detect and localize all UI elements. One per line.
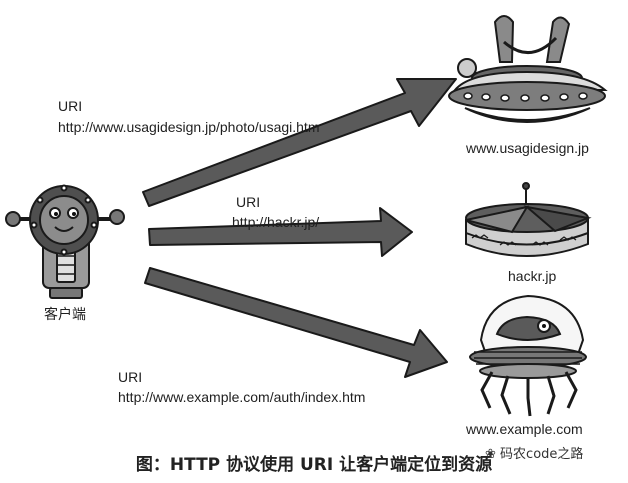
- arrow-to-example: [144, 267, 448, 378]
- client-robot-icon: [5, 184, 125, 299]
- client-label: 客户端: [44, 306, 86, 322]
- watermark: ❀ 码农code之路: [485, 443, 583, 462]
- server-label-3: www.example.com: [466, 421, 583, 437]
- figure-caption: 图：HTTP 协议使用 URI 让客户端定位到资源: [135, 455, 493, 475]
- ufo-server-icon: [448, 15, 608, 124]
- jellyfish-server-icon: [469, 294, 587, 417]
- uri-value-3: http://www.example.com/auth/index.htm: [118, 389, 366, 405]
- server-label-1: www.usagidesign.jp: [466, 140, 589, 156]
- uri-label-1: URI: [58, 98, 83, 114]
- uri-label-2: URI: [236, 194, 261, 210]
- wechat-icon: ❀: [485, 447, 496, 462]
- watermark-text: 码农code之路: [500, 447, 584, 462]
- server-label-2: hackr.jp: [508, 268, 557, 284]
- uri-value-2: http://hackr.jp/: [232, 214, 320, 230]
- disc-server-icon: [465, 182, 592, 257]
- arrow-to-usagidesign: [142, 78, 457, 207]
- arrow-to-hackr: [148, 207, 413, 257]
- uri-value-1: http://www.usagidesign.jp/photo/usagi.ht…: [58, 119, 320, 135]
- uri-label-3: URI: [118, 369, 143, 385]
